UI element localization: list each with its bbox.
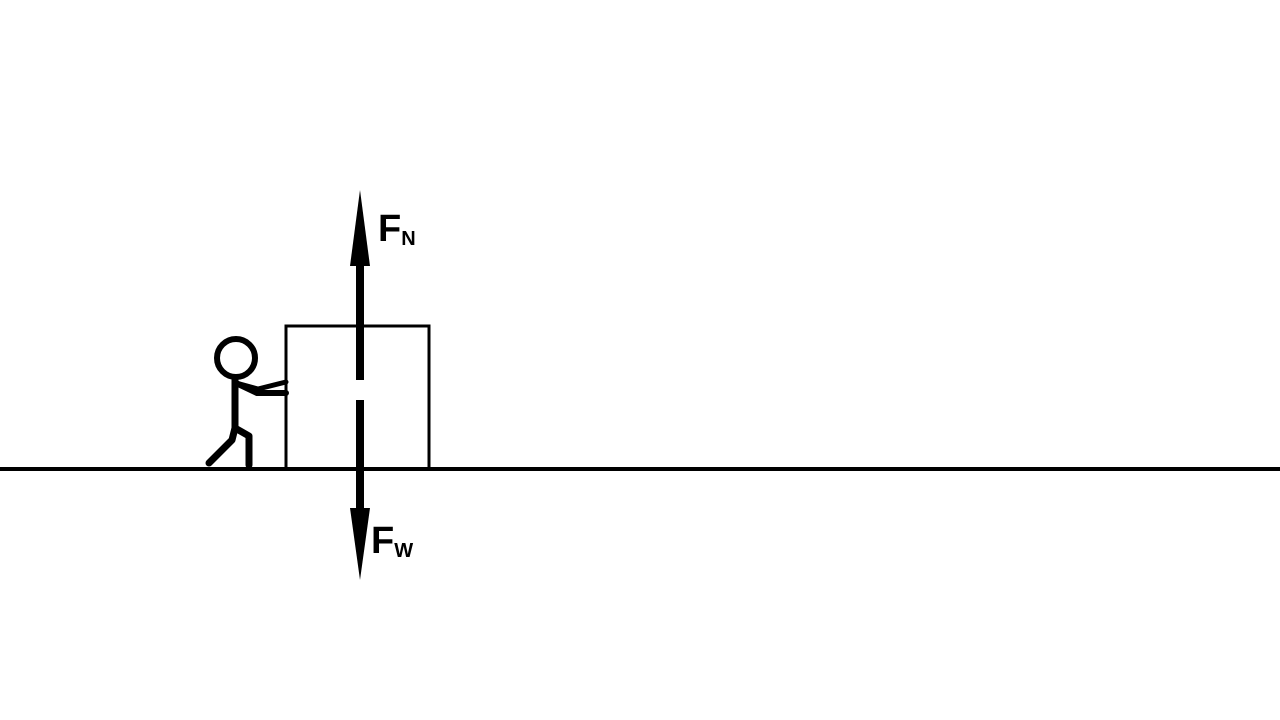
person-head <box>214 336 258 380</box>
normal-force-label: FN <box>378 208 416 250</box>
weight-force-arrow <box>350 400 370 580</box>
person-arm-lower <box>233 379 289 392</box>
person-leg-back <box>205 424 239 467</box>
weight-force-label: FW <box>371 520 413 562</box>
person-leg-front <box>231 424 253 469</box>
normal-force-arrow <box>350 190 370 380</box>
stick-figure-person <box>205 336 289 469</box>
